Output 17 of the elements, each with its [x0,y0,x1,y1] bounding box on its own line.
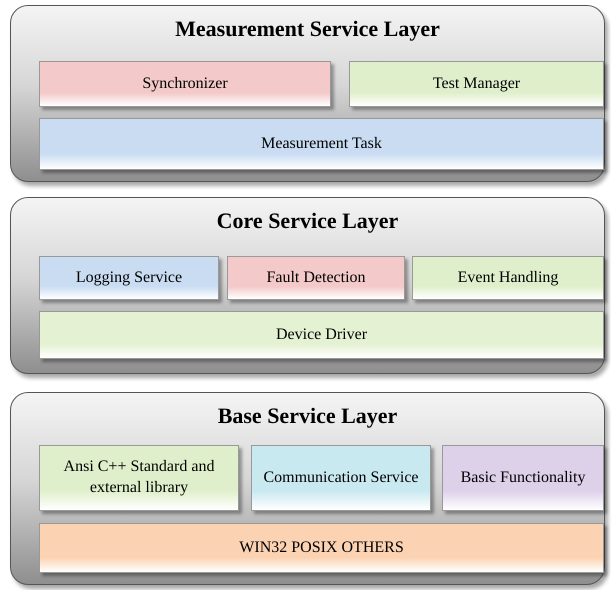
module-box: Event Handling [412,256,604,300]
module-box: Test Manager [349,61,604,107]
layer-title: Core Service Layer [216,208,400,234]
layer-title: Measurement Service Layer [174,16,441,42]
module-box: Device Driver [39,311,604,359]
module-box: Measurement Task [39,118,604,170]
module-box: Logging Service [39,256,219,300]
layer-panel [10,5,605,182]
layer-panel [10,392,605,585]
module-box: WIN32 POSIX OTHERS [39,523,604,573]
module-box: Ansi C++ Standard and external library [39,445,239,511]
layer-title: Base Service Layer [216,403,398,429]
module-box: Fault Detection [227,256,405,300]
module-box: Basic Functionality [442,445,604,511]
module-box: Synchronizer [39,61,331,107]
module-box: Communication Service [251,445,431,511]
layer-panel [10,197,605,374]
